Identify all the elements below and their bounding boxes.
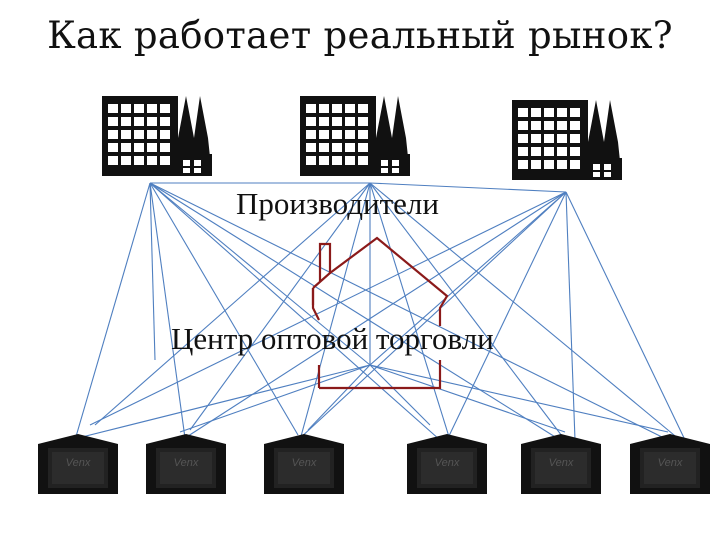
connector-lines <box>74 182 686 441</box>
market-stall-icon <box>38 434 118 494</box>
factory-icon <box>300 96 410 176</box>
market-stall-icon <box>521 434 601 494</box>
market-stall-icon <box>630 434 710 494</box>
warehouse-house-icon <box>311 236 449 390</box>
market-stall-icon <box>146 434 226 494</box>
market-stall-icon <box>407 434 487 494</box>
factory-icon <box>512 100 622 180</box>
wholesale-center-label: Центр оптовой торговли <box>171 321 494 356</box>
market-stall-icon <box>264 434 344 494</box>
slide-title: Как работает реальный рынок? <box>47 14 673 57</box>
factory-icon <box>102 96 212 176</box>
producers-label: Производители <box>236 186 439 221</box>
